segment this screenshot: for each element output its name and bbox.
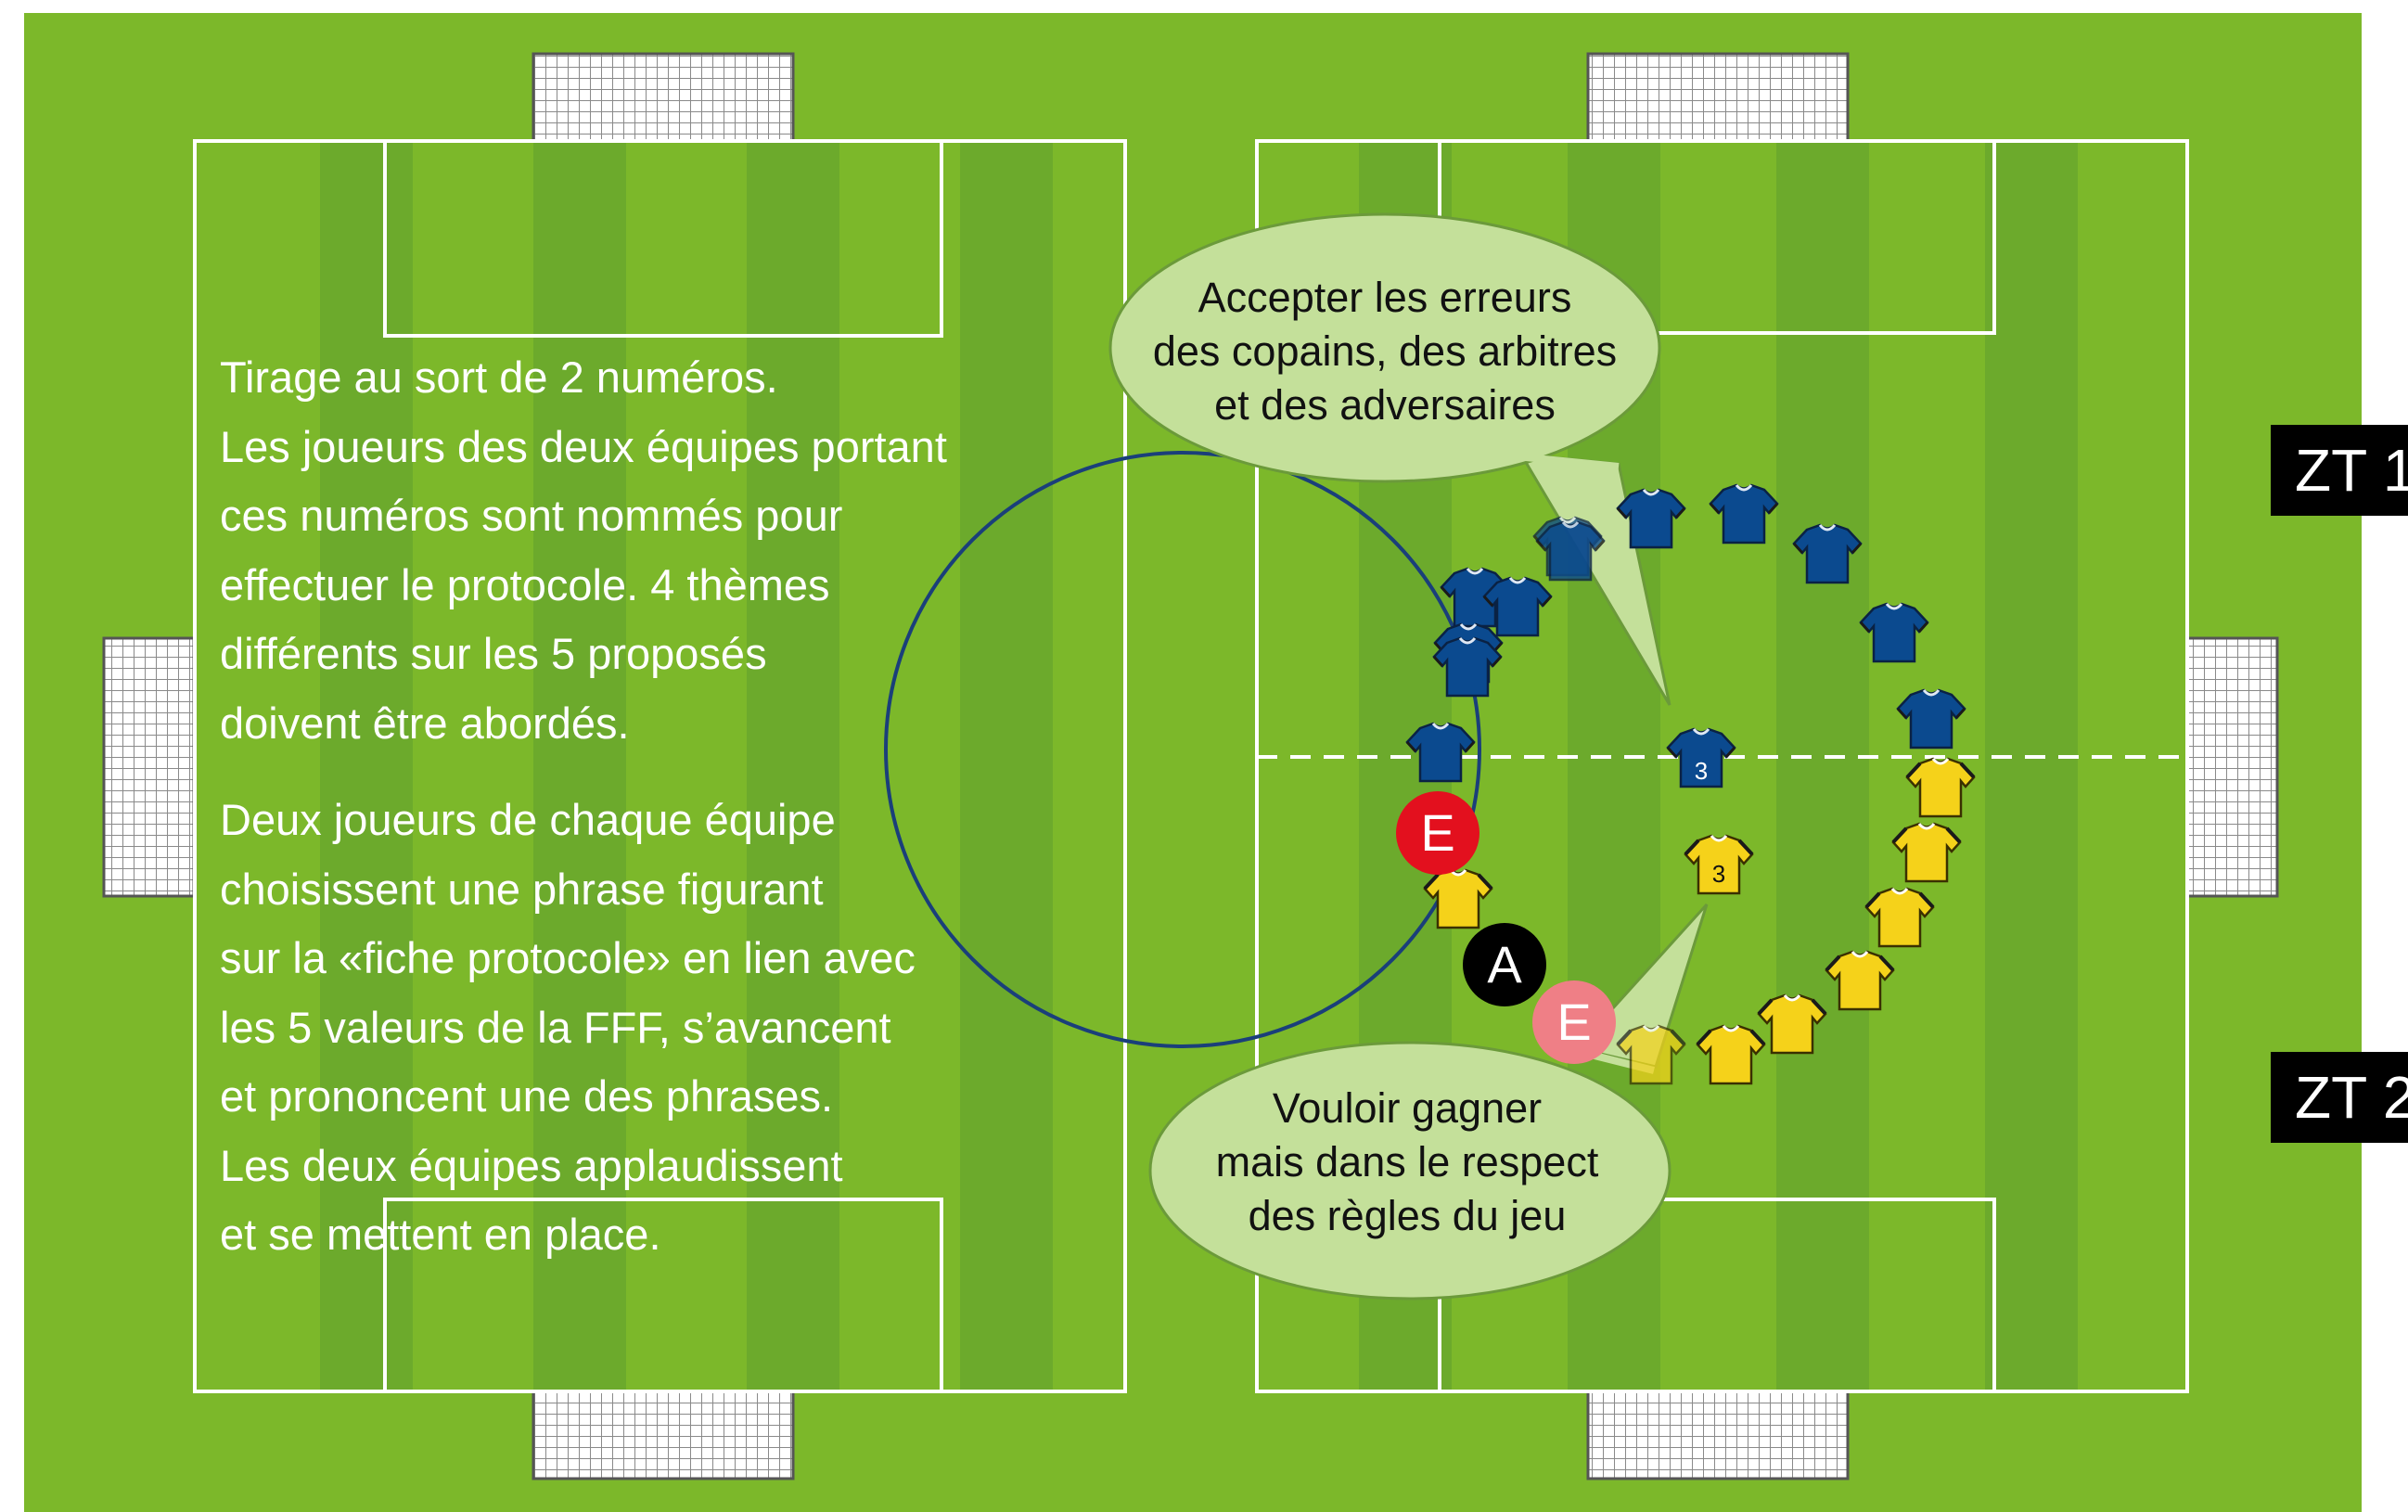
educator-marker-faded: E	[1532, 980, 1616, 1064]
protocol-description: Tirage au sort de 2 numéros. Les joueurs…	[220, 343, 1055, 1270]
bubble-top-text: Accepter les erreurs des copains, des ar…	[1152, 274, 1618, 429]
blue-jersey-number: 3	[1695, 757, 1708, 785]
center-circle-outline	[884, 451, 1481, 1048]
svg-text:E: E	[1420, 803, 1454, 862]
referee-marker: A	[1463, 923, 1546, 1006]
svg-text:E: E	[1556, 993, 1591, 1051]
educator-marker: E	[1396, 791, 1479, 875]
left-pitch-lines	[193, 139, 1127, 1393]
yellow-jersey-number: 3	[1712, 860, 1725, 888]
description-paragraph-2: Deux joueurs de chaque équipe choisissen…	[220, 795, 916, 1259]
description-paragraph-1: Tirage au sort de 2 numéros. Les joueurs…	[220, 352, 947, 748]
goal-net-icon	[102, 52, 2279, 1480]
zone-label-zt1: ZT 1	[2271, 425, 2408, 516]
zone-label-zt2: ZT 2	[2271, 1052, 2408, 1143]
svg-text:A: A	[1487, 935, 1522, 993]
bubble-bottom-text: Vouloir gagner mais dans le respect des …	[1215, 1084, 1599, 1239]
